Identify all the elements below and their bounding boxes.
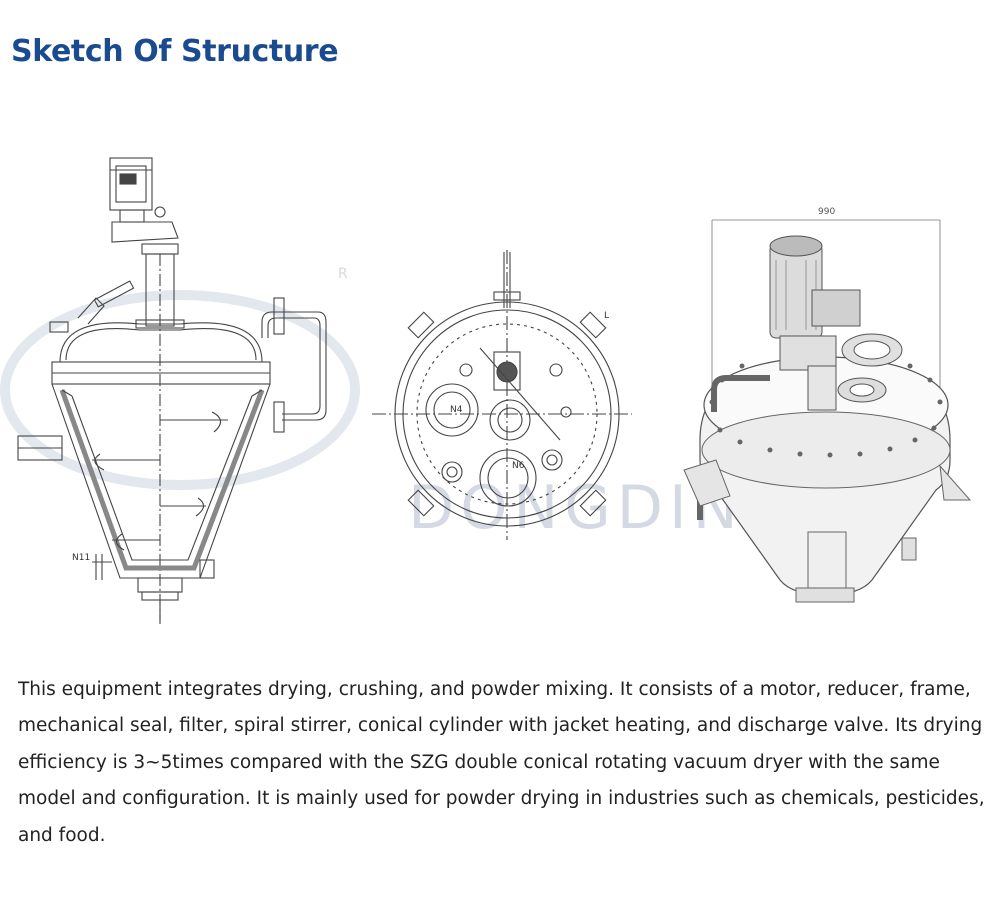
dimension-label: 990 bbox=[818, 207, 835, 217]
description-paragraph: This equipment integrates drying, crushi… bbox=[18, 679, 985, 846]
side-elevation-drawing bbox=[17, 157, 327, 624]
structure-sketch: R DONGDING bbox=[0, 140, 1000, 640]
plan-mark-l: L bbox=[604, 311, 609, 321]
watermark-mark: R bbox=[338, 266, 348, 282]
render-drawing bbox=[683, 219, 972, 603]
nozzle-tag-n6: N6 bbox=[512, 461, 525, 471]
nozzle-tag-n4: N4 bbox=[450, 405, 463, 415]
page-title: Sketch Of Structure bbox=[11, 34, 339, 70]
watermark: R DONGDING bbox=[0, 266, 790, 543]
top-plan-drawing bbox=[372, 250, 632, 540]
nozzle-tag-n11: N11 bbox=[72, 553, 90, 563]
